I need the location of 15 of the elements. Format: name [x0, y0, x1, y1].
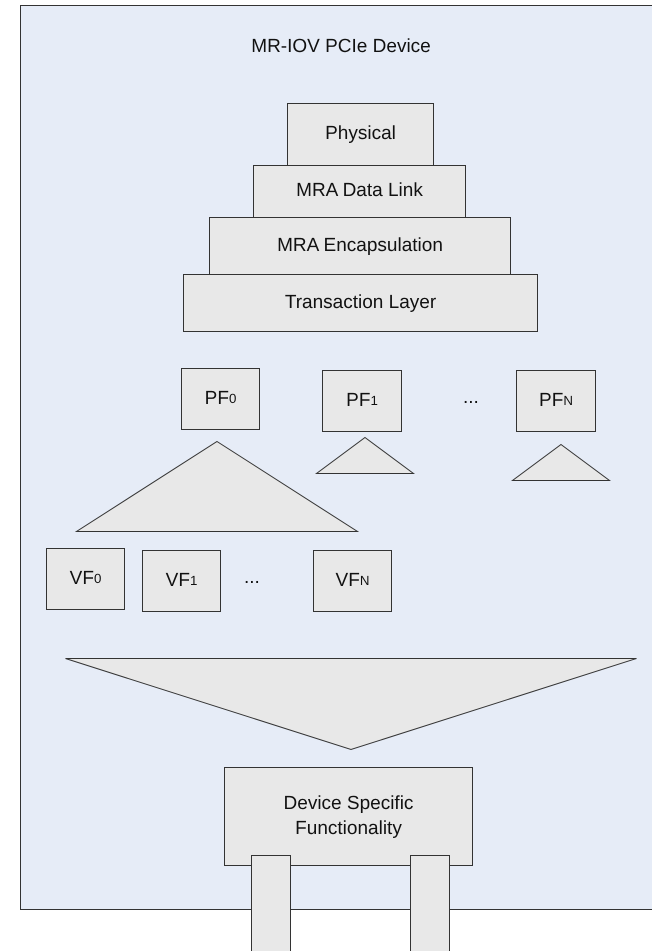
ellipsis-label: ... — [244, 567, 260, 589]
triangle-shape — [512, 444, 610, 481]
connector-bar — [410, 855, 450, 951]
device-container — [20, 5, 652, 910]
layer-box: Device Specific Functionality — [224, 767, 473, 866]
triangle-shape — [65, 658, 637, 750]
layer-box: Transaction Layer — [183, 274, 538, 332]
triangle-shape — [316, 437, 414, 474]
layer-box: MRA Encapsulation — [209, 217, 511, 275]
layer-box: Physical — [287, 103, 434, 166]
triangle-shape — [76, 441, 358, 532]
container-title: MR-IOV PCIe Device — [250, 36, 432, 58]
ellipsis-label: ... — [463, 387, 479, 409]
connector-bar — [251, 855, 291, 951]
layer-box: MRA Data Link — [253, 165, 466, 218]
